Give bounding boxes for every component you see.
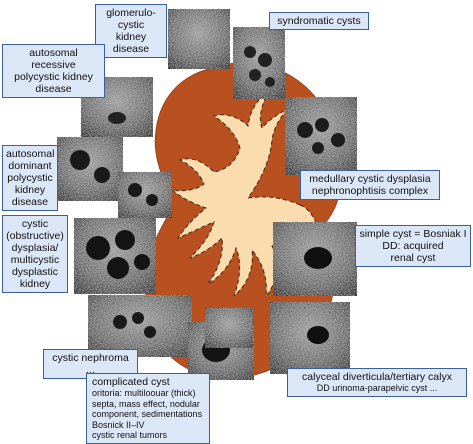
label-line: dysplasia/ [11, 242, 59, 254]
label-line: simple cyst = Bosniak I [359, 228, 467, 240]
ultrasound-images [57, 9, 357, 380]
label-calyceal-diverticula: calyceal diverticula/tertiary calyx DD u… [287, 368, 467, 397]
us-obstructive [74, 218, 156, 294]
us-syndromatic [233, 27, 285, 99]
label-line: syndromatic cysts [277, 15, 361, 27]
label-line: autosomal recessive [29, 47, 78, 71]
label-line: multicystic [10, 254, 60, 266]
label-line: renal cyst [390, 252, 436, 264]
label-glomerulo-cystic: glomerulo-cystic kidney disease [95, 4, 167, 58]
label-line: kidney disease [112, 31, 150, 55]
us-adpkd-2 [118, 172, 172, 218]
label-adpkd: autosomal dominant polycystic kidney dis… [2, 145, 58, 211]
label-syndromatic: syndromatic cysts [269, 12, 369, 30]
label-line: complicated cyst [92, 376, 170, 388]
label-line: dysplastic [11, 266, 59, 278]
label-complicated-cyst: complicated cyst oritoria: multiloouar (… [86, 373, 210, 444]
label-cystic-nephroma: cystic nephroma ... [43, 349, 138, 379]
us-glomerulo [168, 9, 230, 69]
label-subline: cystic renal tumors [92, 430, 168, 440]
label-line: cystic [21, 218, 49, 230]
label-line: kidney [19, 278, 51, 290]
label-line: disease [11, 196, 49, 208]
us-simple [273, 222, 357, 296]
label-line: cystic nephroma ... [52, 352, 129, 376]
label-line: autosomal [6, 148, 55, 160]
label-line: disease [35, 83, 72, 95]
us-calyceal [270, 302, 350, 374]
label-line: nephronophtisis complex [311, 185, 429, 197]
label-subline: component, sedimentations [92, 409, 203, 419]
label-line: (obstructive) [6, 230, 64, 242]
label-medullary: medullary cystic dysplasia nephronophtis… [300, 170, 440, 200]
label-line: medullary cystic dysplasia [309, 173, 431, 185]
label-arpkd: autosomal recessive polycystic kidney di… [2, 44, 105, 98]
us-adpkd [57, 137, 123, 201]
label-subline: oritoria: multiloouar (thick) [92, 388, 196, 398]
renal-pelvis-shape [170, 90, 319, 298]
label-line: polycystic kidney [14, 71, 93, 83]
label-subline: Bosnick II–IV [92, 419, 145, 430]
label-line: polycystic [7, 172, 53, 184]
us-complicated-2 [205, 308, 253, 348]
label-obstructive-dysplasia: cystic (obstructive) dysplasia/ multicys… [2, 215, 68, 293]
label-subline: septa, mass effect, nodular [92, 398, 200, 409]
label-line: DD: acquired [382, 240, 444, 252]
label-line: kidney [14, 184, 46, 196]
us-medullary [285, 97, 357, 175]
label-line: glomerulo-cystic [106, 7, 156, 31]
label-simple-cyst: simple cyst = Bosniak I DD: acquired ren… [355, 225, 471, 267]
us-nephroma [88, 295, 192, 357]
label-line: dominant [8, 160, 52, 172]
label-subline: DD urinoma-parapelvic cyst ... [316, 383, 438, 393]
label-line: calyceal diverticula/tertiary calyx [302, 371, 452, 383]
